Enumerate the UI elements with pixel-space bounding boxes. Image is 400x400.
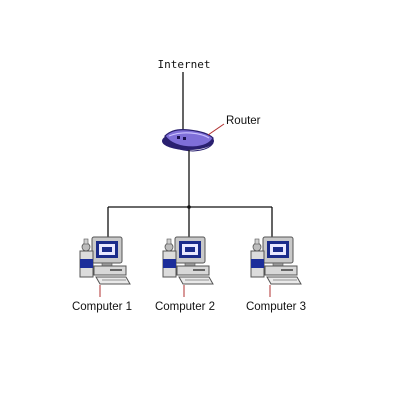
router-leader-line: [207, 123, 225, 136]
computer-icon: [162, 236, 214, 285]
computer-3-label: Computer 3: [246, 301, 306, 313]
router-label: Router: [226, 115, 261, 127]
router-icon: [162, 129, 214, 152]
internet-label: Internet: [158, 58, 211, 71]
computer-2-label: Computer 2: [155, 301, 215, 313]
computer-1-label: Computer 1: [72, 301, 132, 313]
computer-icon: [250, 236, 302, 285]
computer-icon: [79, 236, 131, 285]
